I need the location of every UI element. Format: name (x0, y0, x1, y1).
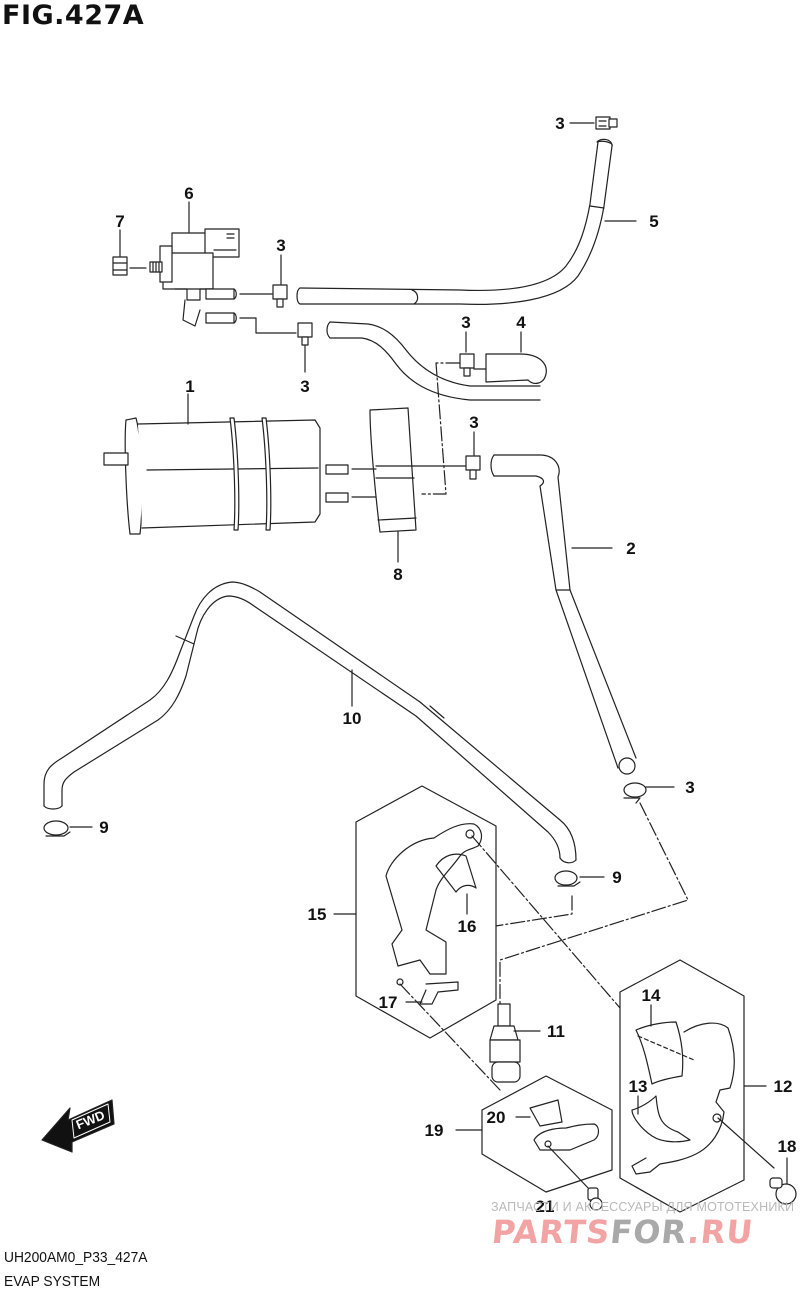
leader-line (469, 895, 573, 931)
clamp-3-hose4[interactable] (459, 353, 475, 377)
callout-14: 14 (642, 986, 661, 1005)
callout-3: 3 (685, 778, 694, 797)
bolt-18[interactable] (769, 1177, 797, 1205)
leader-line (717, 1117, 775, 1169)
clamp-3-top[interactable] (595, 116, 618, 130)
leader-line (239, 317, 297, 334)
callout-21: 21 (536, 1197, 555, 1216)
leader-line (471, 835, 621, 1009)
callout-19: 19 (425, 1121, 444, 1140)
callout-3: 3 (300, 377, 309, 396)
callout-8: 8 (393, 565, 402, 584)
callout-3: 3 (555, 114, 564, 133)
canister-holder-8[interactable] (369, 407, 417, 533)
callout-5: 5 (649, 212, 658, 231)
nut-7[interactable] (112, 256, 128, 276)
hose-4[interactable] (326, 321, 547, 401)
hose-10[interactable] (43, 581, 577, 864)
callout-12: 12 (774, 1077, 793, 1096)
callout-10: 10 (343, 709, 362, 728)
hose-2[interactable] (490, 454, 637, 775)
figure-name: EVAP SYSTEM (4, 1273, 101, 1290)
callout-6: 6 (184, 184, 193, 203)
callout-9: 9 (612, 868, 621, 887)
callout-7: 7 (115, 212, 124, 231)
bracket-assy-19-group[interactable] (481, 1075, 613, 1193)
callout-1: 1 (185, 377, 194, 396)
clamp-3-hose2[interactable] (623, 782, 647, 804)
purge-valve-6[interactable] (149, 228, 240, 327)
callout-13: 13 (629, 1077, 648, 1096)
callout-3: 3 (469, 413, 478, 432)
callout-4: 4 (516, 313, 526, 332)
bracket-assy-15-group[interactable] (355, 785, 497, 1039)
figure-code: UH200AM0_P33_427A (4, 1249, 148, 1266)
callout-11: 11 (547, 1022, 565, 1041)
clamp-9-left[interactable] (43, 820, 71, 837)
callout-3: 3 (461, 313, 470, 332)
watermark-brand-part3: .RU (685, 1213, 756, 1251)
callout-20: 20 (487, 1108, 506, 1127)
callout-15: 15 (308, 905, 327, 924)
callout-16: 16 (458, 917, 477, 936)
callout-2: 2 (626, 539, 635, 558)
leader-line (637, 1035, 695, 1061)
callout-3: 3 (276, 236, 285, 255)
valve-11[interactable] (489, 1003, 521, 1083)
watermark-tagline: ЗАПЧАСТИ И АКСЕССУАРЫ ДЛЯ МОТОТЕХНИКИ (491, 1200, 795, 1214)
clamp-3-valve-lower[interactable] (297, 322, 313, 346)
clamp-3-valve-upper[interactable] (272, 284, 288, 308)
leader-line (499, 802, 689, 1005)
clamp-3-canister[interactable] (465, 455, 481, 480)
screw-21[interactable] (587, 1187, 603, 1211)
clamp-9-right[interactable] (554, 870, 581, 887)
fwd-direction-arrow (41, 1099, 115, 1153)
watermark-brand: PARTSFOR.RU (490, 1213, 755, 1251)
callout-9: 9 (99, 818, 108, 837)
leader-line (399, 983, 501, 1091)
leader-line (421, 362, 461, 495)
watermark-brand-part1: PARTS (490, 1213, 613, 1251)
figure-title: FIG.427A (2, 0, 145, 31)
watermark-brand-part2: FOR (608, 1213, 690, 1251)
callout-17: 17 (379, 993, 398, 1012)
callout-18: 18 (778, 1137, 797, 1156)
hose-5[interactable] (296, 138, 613, 305)
leader-line (547, 1145, 591, 1191)
canister-1[interactable] (103, 417, 349, 535)
